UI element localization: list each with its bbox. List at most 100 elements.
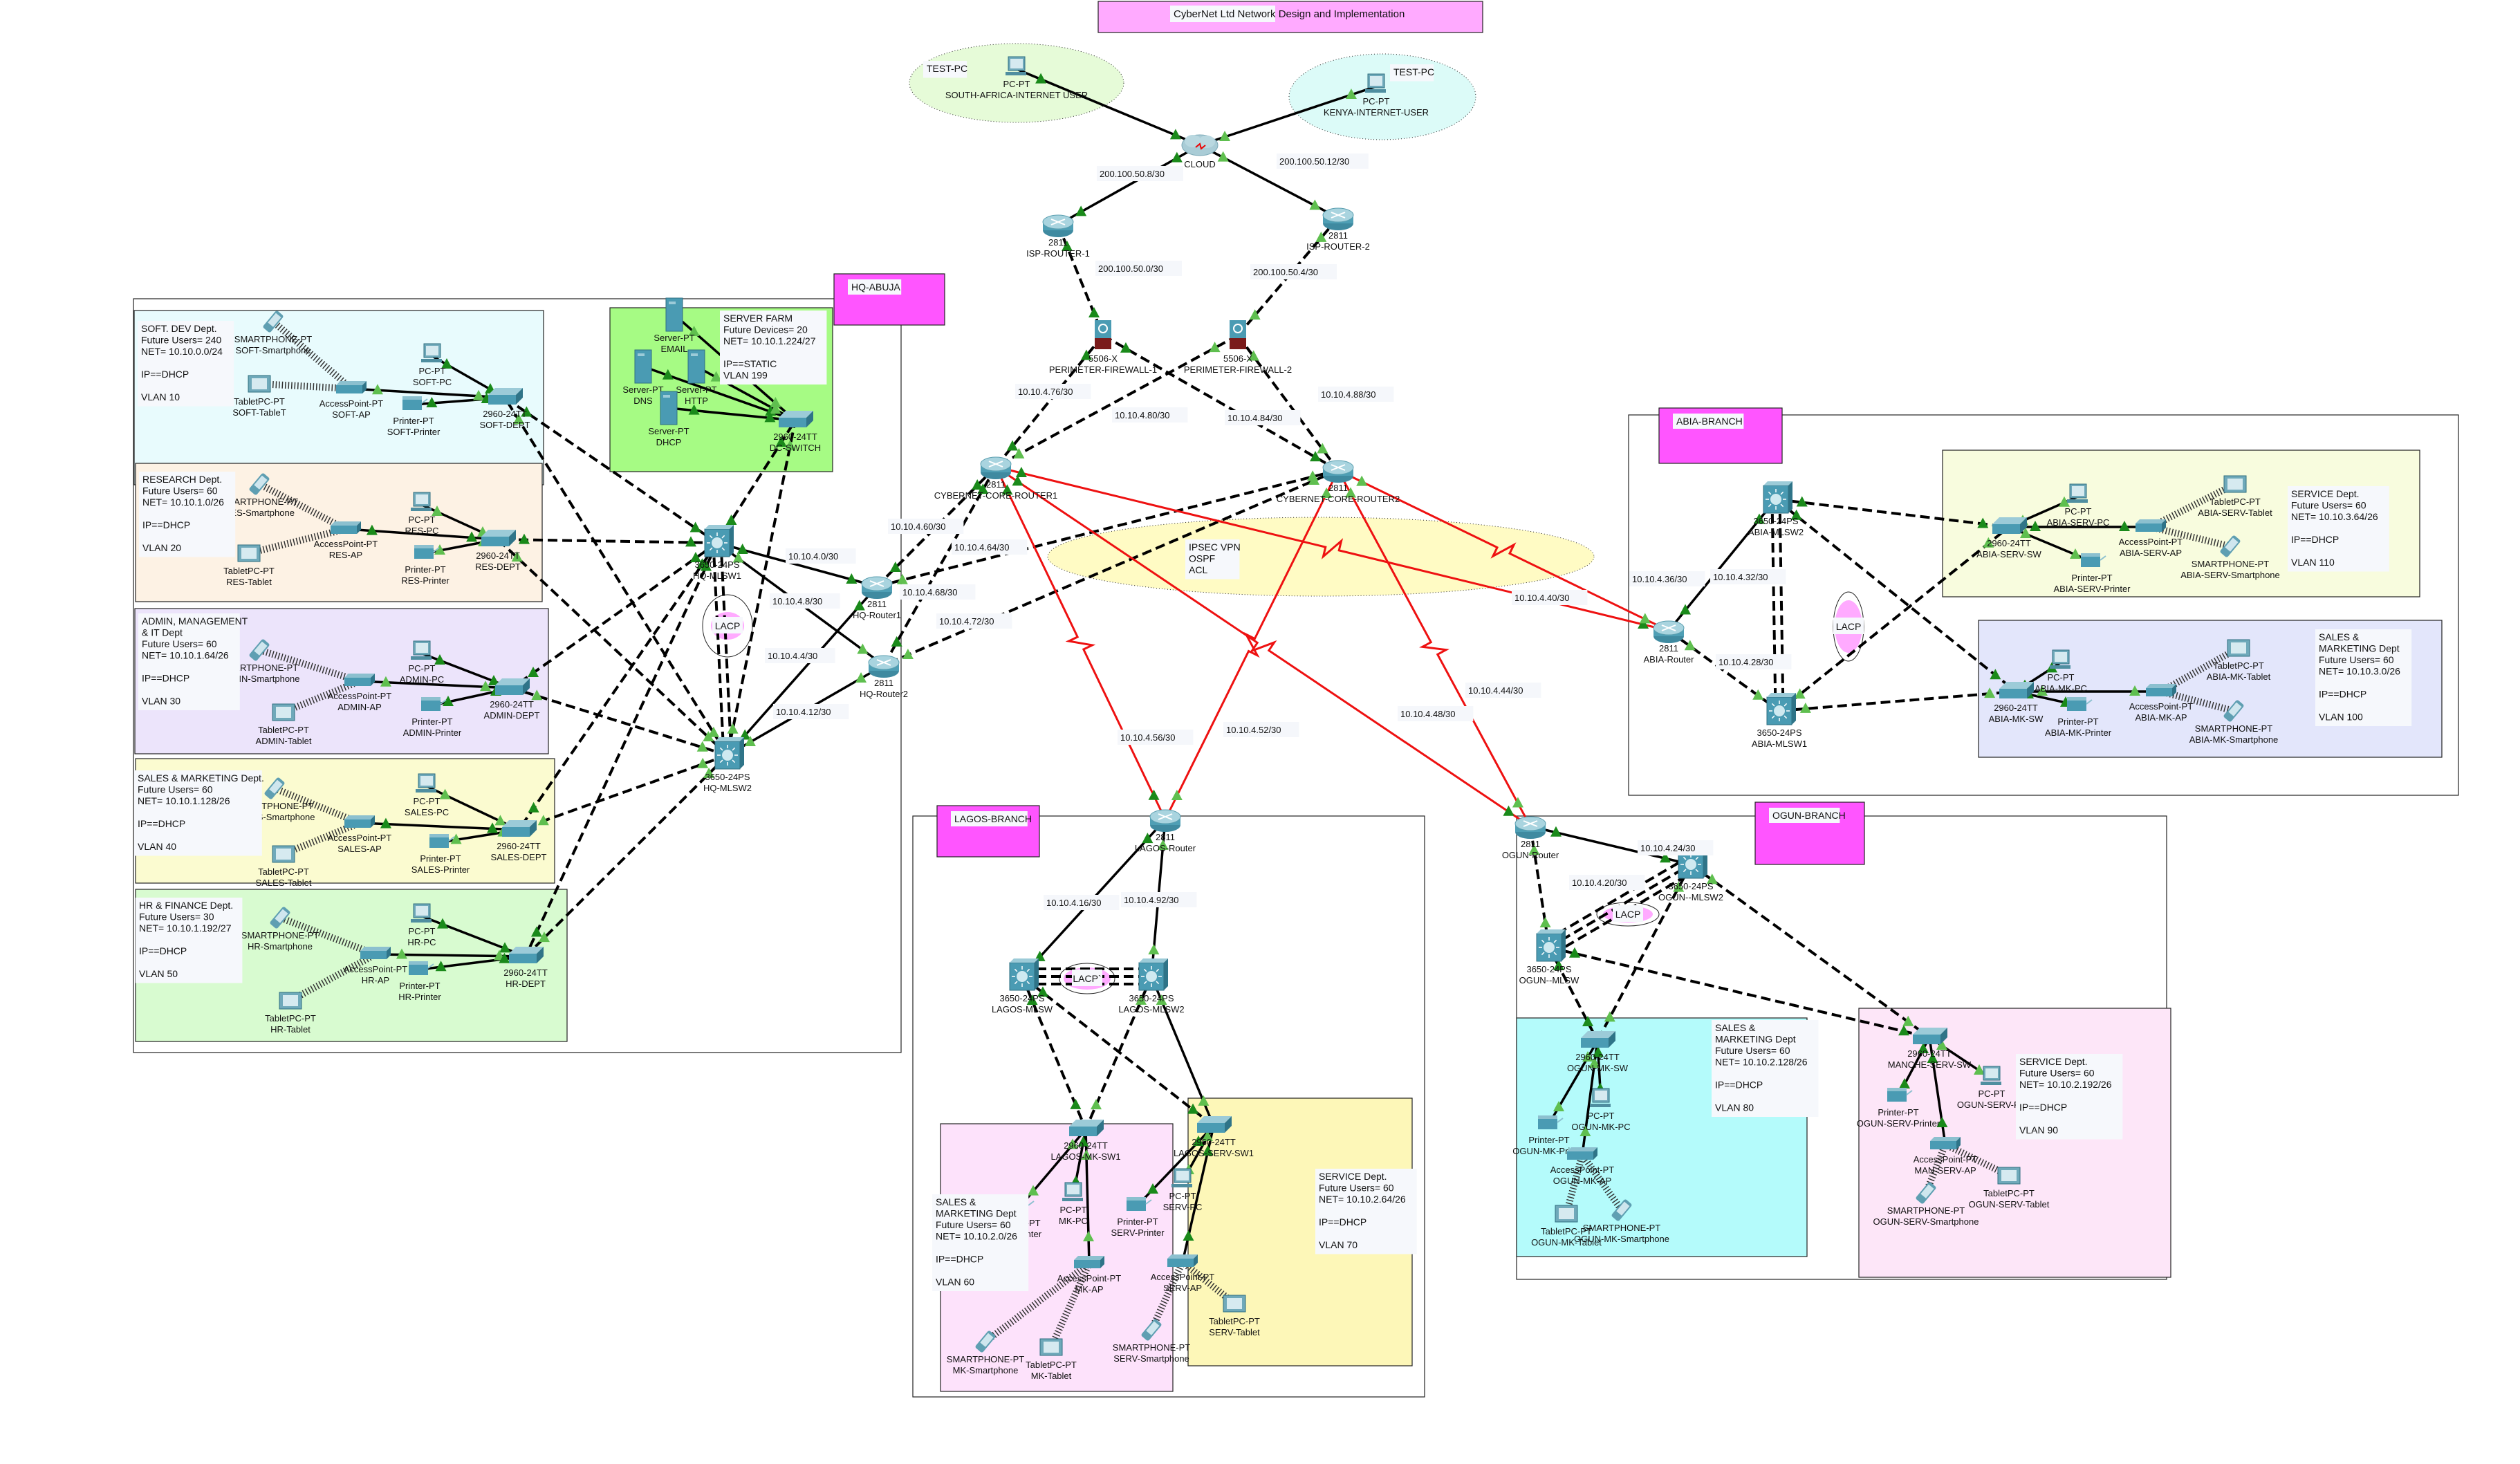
ap-icon[interactable] <box>360 947 391 959</box>
switch-icon[interactable] <box>1992 517 2027 534</box>
printer-icon[interactable] <box>2081 553 2106 567</box>
ap-icon[interactable] <box>1567 1147 1597 1160</box>
ap-icon[interactable] <box>1167 1254 1198 1267</box>
link-fw2-core1[interactable] <box>995 334 1239 468</box>
tablet-icon[interactable] <box>248 375 271 393</box>
phone-icon[interactable] <box>974 1330 996 1353</box>
crossover-link[interactable] <box>497 538 729 757</box>
link-hqml2-sales_sw[interactable] <box>518 754 728 831</box>
switch-icon[interactable] <box>509 947 544 963</box>
link-fw1-core2[interactable] <box>1102 334 1339 472</box>
pc-icon[interactable] <box>1006 56 1026 75</box>
straight-link[interactable] <box>1016 68 1201 147</box>
serial-link[interactable] <box>994 466 1167 820</box>
crossover-link[interactable] <box>510 541 719 689</box>
crossover-link[interactable] <box>511 687 728 757</box>
phone-icon[interactable] <box>2219 535 2241 558</box>
tablet-icon[interactable] <box>1997 1167 2021 1185</box>
switch-icon[interactable] <box>1197 1116 1232 1133</box>
mlsw-icon[interactable] <box>714 737 744 770</box>
printer-icon[interactable] <box>1538 1115 1564 1129</box>
lacp-member-link[interactable] <box>1778 499 1785 711</box>
router-icon[interactable] <box>1042 214 1074 237</box>
crossover-link[interactable] <box>726 420 797 756</box>
link-hqml1-admin_sw[interactable] <box>510 541 719 689</box>
mlsw-icon[interactable] <box>1009 958 1039 991</box>
crossover-link[interactable] <box>1667 629 1781 712</box>
link-ogun_ml1-ogun_serv_sw[interactable] <box>1548 946 1930 1039</box>
link-core2-hqr2[interactable] <box>883 469 1339 667</box>
crossover-link[interactable] <box>497 538 718 544</box>
crossover-link[interactable] <box>1021 975 1215 1127</box>
server-icon[interactable] <box>634 349 652 384</box>
tablet-icon[interactable] <box>1223 1295 1246 1313</box>
link-hqml1-res_sw[interactable] <box>497 538 718 544</box>
printer-icon[interactable] <box>2067 697 2093 711</box>
pc-icon[interactable] <box>411 640 432 660</box>
crossover-link[interactable] <box>1775 498 2010 528</box>
crossover-link[interactable] <box>1548 946 1930 1039</box>
crossover-link[interactable] <box>876 469 1339 588</box>
link-sa_pc-cloud[interactable] <box>1016 68 1201 147</box>
ap-icon[interactable] <box>344 674 375 686</box>
crossover-link[interactable] <box>1057 224 1104 336</box>
serial-link[interactable] <box>995 465 1669 632</box>
router-icon[interactable] <box>868 655 900 678</box>
link-core2-hqr1[interactable] <box>876 469 1339 588</box>
pc-icon[interactable] <box>411 492 432 511</box>
tablet-icon[interactable] <box>272 703 295 721</box>
switch-icon[interactable] <box>488 388 523 405</box>
link-admin_ap-admin_ph[interactable] <box>258 647 361 685</box>
pc-icon[interactable] <box>421 343 442 362</box>
crossover-link[interactable] <box>1596 864 1692 1041</box>
phone-icon[interactable] <box>1915 1181 1936 1205</box>
cloud-icon[interactable] <box>1181 134 1219 156</box>
firewall-icon[interactable] <box>1230 320 1246 349</box>
tablet-icon[interactable] <box>237 544 261 562</box>
pc-icon[interactable] <box>1365 73 1386 93</box>
lacp-member-link[interactable] <box>1770 499 1777 712</box>
router-icon[interactable] <box>1514 816 1546 839</box>
phone-icon[interactable] <box>269 906 290 929</box>
serial-link[interactable] <box>1164 470 1340 820</box>
switch-icon[interactable] <box>495 678 530 695</box>
link-core2-lagos_r[interactable] <box>1164 470 1340 820</box>
